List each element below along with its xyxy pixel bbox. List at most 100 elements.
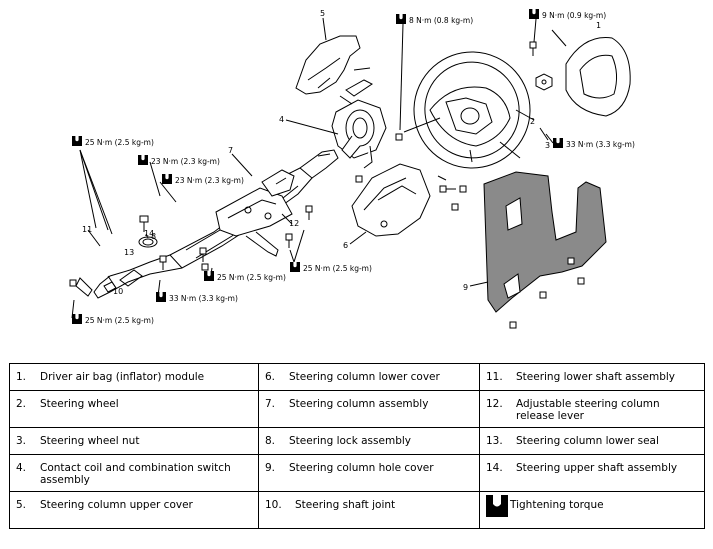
legend-cell: 14. Steering upper shaft assembly — [479, 454, 705, 492]
legend-description: Steering column hole cover — [289, 462, 434, 474]
steering-column-assembly — [69, 149, 339, 319]
legend-number: 10. — [265, 499, 282, 511]
callout-2: 2 — [530, 117, 535, 126]
torque-spec-1: 25 N·m (2.5 kg-m) — [72, 136, 154, 147]
legend-number: 1. — [16, 371, 27, 383]
callout-7: 7 — [228, 146, 233, 155]
legend-cell: 1. Driver air bag (inflator) module — [9, 363, 259, 391]
callout-12: 12 — [289, 219, 299, 228]
torque-value-label: 25 N·m (2.5 kg-m) — [303, 264, 372, 273]
torque-spec-9: 9 N·m (0.9 kg-m) — [529, 9, 606, 20]
legend-description: Steering column assembly — [289, 398, 429, 410]
callout-8: 8 — [151, 232, 156, 241]
legend-number: 4. — [16, 462, 27, 474]
torque-value-label: 23 N·m (2.3 kg-m) — [151, 157, 220, 166]
legend-cell: 3. Steering wheel nut — [9, 427, 259, 455]
wheel-bolts — [395, 133, 467, 193]
legend-row: 4. Contact coil and combination switch as… — [9, 454, 705, 492]
steering-wheel — [403, 51, 531, 169]
callout-3: 3 — [545, 141, 550, 150]
torque-value-label: 23 N·m (2.3 kg-m) — [175, 176, 244, 185]
steering-column-upper-cover — [295, 35, 361, 95]
legend-cell: 9. Steering column hole cover — [258, 454, 480, 492]
legend-number: 11. — [486, 371, 503, 383]
legend-cell: 8. Steering lock assembly — [258, 427, 480, 455]
legend-description: Steering shaft joint — [295, 499, 396, 511]
callout-10: 10 — [113, 287, 123, 296]
steering-column-lower-cover — [351, 163, 459, 237]
callout-1: 1 — [596, 21, 601, 30]
torque-spec-7: 25 N·m (2.5 kg-m) — [72, 314, 154, 325]
legend-number: 9. — [265, 462, 276, 474]
torque-wrench-icon — [553, 138, 563, 148]
torque-spec-4: 25 N·m (2.5 kg-m) — [204, 271, 286, 282]
legend-description: Driver air bag (inflator) module — [40, 371, 205, 383]
torque-spec-3: 23 N·m (2.3 kg-m) — [162, 174, 244, 185]
torque-wrench-icon — [138, 155, 148, 165]
callout-11: 11 — [82, 225, 92, 234]
legend-number: 8. — [265, 435, 276, 447]
legend-description: Tightening torque — [510, 499, 604, 511]
air-bag-module-bolt — [529, 41, 537, 56]
torque-wrench-icon — [72, 136, 82, 146]
torque-spec-10: 33 N·m (3.3 kg-m) — [553, 138, 635, 149]
torque-value-label: 33 N·m (3.3 kg-m) — [566, 140, 635, 149]
legend-cell: 11. Steering lower shaft assembly — [479, 363, 705, 391]
steering-wheel-nut — [535, 73, 553, 91]
column-bolts — [69, 205, 313, 287]
legend-description: Steering wheel nut — [40, 435, 140, 447]
torque-spec-8: 8 N·m (0.8 kg-m) — [396, 14, 473, 25]
steering-column-hole-cover — [483, 171, 607, 329]
legend-cell: 5. Steering column upper cover — [9, 491, 259, 529]
legend-description: Steering lock assembly — [289, 435, 411, 447]
legend-row: 1. Driver air bag (inflator) module 6. Ste… — [9, 363, 705, 391]
torque-value-label: 25 N·m (2.5 kg-m) — [85, 138, 154, 147]
legend-cell: 7. Steering column assembly — [258, 390, 480, 428]
parts-legend-table: 1. Driver air bag (inflator) module 6. Ste… — [9, 363, 705, 529]
torque-value-label: 33 N·m (3.3 kg-m) — [169, 294, 238, 303]
torque-spec-6: 33 N·m (3.3 kg-m) — [156, 292, 238, 303]
torque-value-label: 9 N·m (0.9 kg-m) — [542, 11, 606, 20]
legend-cell: 4. Contact coil and combination switch as… — [9, 454, 259, 492]
legend-number: 6. — [265, 371, 276, 383]
legend-number: 2. — [16, 398, 27, 410]
legend-cell: 6. Steering column lower cover — [258, 363, 480, 391]
torque-wrench-icon — [290, 262, 300, 272]
legend-number: 3. — [16, 435, 27, 447]
torque-wrench-icon — [72, 314, 82, 324]
legend-description: Steering lower shaft assembly — [516, 371, 676, 383]
callout-6: 6 — [343, 241, 348, 250]
legend-description: Steering column lower seal — [516, 435, 659, 447]
part-callouts — [87, 17, 567, 289]
legend-description: Contact coil and combination switch asse… — [40, 462, 231, 486]
legend-description: Steering wheel — [40, 398, 119, 410]
legend-number: 13. — [486, 435, 503, 447]
torque-wrench-icon — [156, 292, 166, 302]
torque-value-label: 8 N·m (0.8 kg-m) — [409, 16, 473, 25]
legend-cell: 10. Steering shaft joint — [258, 491, 480, 529]
torque-spec-2: 23 N·m (2.3 kg-m) — [138, 155, 220, 166]
legend-description: Adjustable steering column release lever — [516, 398, 660, 422]
legend-number: 5. — [16, 499, 27, 511]
legend-description: Steering column lower cover — [289, 371, 440, 383]
callout-13: 13 — [124, 248, 134, 257]
torque-value-label: 25 N·m (2.5 kg-m) — [85, 316, 154, 325]
torque-wrench-icon — [204, 271, 214, 281]
legend-cell: 2. Steering wheel — [9, 390, 259, 428]
legend-number: 14. — [486, 462, 503, 474]
legend-description: Steering column upper cover — [40, 499, 193, 511]
legend-number: 12. — [486, 398, 503, 410]
callout-9: 9 — [463, 283, 468, 292]
legend-description: Steering upper shaft assembly — [516, 462, 678, 474]
legend-number: 7. — [265, 398, 276, 410]
callout-5: 5 — [320, 9, 325, 18]
callout-4: 4 — [279, 115, 284, 124]
torque-wrench-icon — [529, 9, 539, 19]
legend-cell: Tightening torque — [479, 491, 705, 529]
combination-switch-assembly — [331, 67, 387, 169]
torque-wrench-icon — [486, 495, 510, 520]
legend-row: 3. Steering wheel nut 8. Steering lock ass… — [9, 427, 705, 455]
torque-value-label: 25 N·m (2.5 kg-m) — [217, 273, 286, 282]
driver-air-bag-module — [565, 37, 631, 117]
torque-wrench-icon — [162, 174, 172, 184]
